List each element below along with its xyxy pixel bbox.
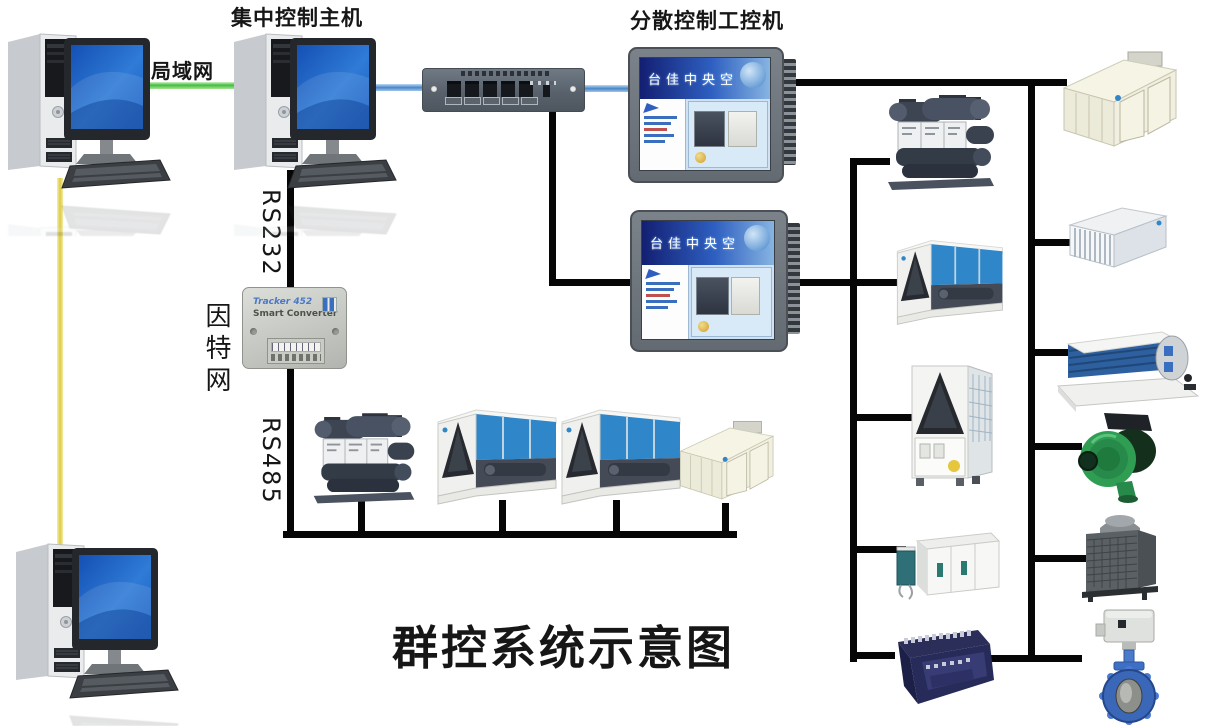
branch-air-chiller-1 <box>499 500 506 534</box>
screen-banner-text: 台佳中央空 <box>648 73 739 89</box>
switch-drop-line <box>549 104 556 282</box>
central-control-host-computer <box>226 20 406 202</box>
screen-banner: 台佳中央空 <box>642 221 774 265</box>
touch-panel-hmi-2: 台佳中央空 <box>630 210 802 352</box>
modular-air-cooled-chiller <box>902 350 1000 500</box>
gold-seal-icon <box>697 320 709 332</box>
branch-plc <box>850 652 895 659</box>
top-horizontal-line <box>784 79 1067 86</box>
screen-main-area <box>688 101 768 168</box>
branch-grille-unit <box>1028 239 1074 246</box>
screen-sidebar <box>642 264 689 339</box>
ethernet-switch <box>422 68 585 112</box>
workstation-computer <box>0 20 180 202</box>
globe-icon <box>740 62 766 88</box>
packaged-air-handling-unit <box>674 414 778 512</box>
heatsink-fins-icon <box>782 59 796 166</box>
converter-terminal-block <box>267 338 325 364</box>
touch-panel-hmi-1: 台佳中央空 <box>628 47 798 183</box>
air-cooled-screw-chiller <box>432 396 560 512</box>
converter-brand-text: Tracker 452 <box>253 297 313 307</box>
label-rs485: RS485 <box>257 417 285 505</box>
ahu-photo-thumb <box>728 111 757 148</box>
computer-reflection <box>226 196 406 236</box>
computer-reflection <box>0 196 180 236</box>
branch-cooling-tower <box>1028 555 1086 562</box>
ethernet-line-switch-to-panel <box>581 85 630 92</box>
switch-screw-left <box>431 86 437 92</box>
combined-air-handling-unit <box>1056 48 1182 156</box>
screen-banner-text: 台佳中央空 <box>650 237 741 253</box>
water-cooled-screw-chiller <box>882 86 1000 196</box>
rs485-line <box>287 365 294 537</box>
label-lan: 局域网 <box>151 59 214 83</box>
remote-internet-computer <box>8 530 188 712</box>
chiller-photo-thumb <box>693 111 726 148</box>
ethernet-line-host-to-switch <box>370 84 424 91</box>
globe-icon <box>744 225 770 251</box>
plc-controller <box>888 624 996 712</box>
switch-vent-grille <box>461 71 551 76</box>
panel2-left-line <box>549 279 641 286</box>
brand-logo-icon <box>645 268 663 279</box>
branch-water-chiller <box>358 498 365 534</box>
label-central-host: 集中控制主机 <box>231 6 363 30</box>
branch-white-ahu <box>850 546 906 553</box>
screen-banner: 台佳中央空 <box>640 58 770 100</box>
label-distributed-controller: 分散控制工控机 <box>630 9 784 33</box>
branch-fan-coil <box>1028 349 1068 356</box>
fan-coil-unit <box>1056 320 1200 418</box>
diagram-title: 群控系统示意图 <box>392 621 735 675</box>
brand-logo-icon <box>643 103 661 114</box>
branch-air-chiller-2 <box>613 500 620 534</box>
circulation-pump <box>1074 411 1160 507</box>
switch-port-labels <box>445 97 538 105</box>
air-cooled-screw-chiller <box>892 226 1006 334</box>
gold-seal-icon <box>695 152 707 164</box>
converter-screw <box>250 328 257 335</box>
panel-screen: 台佳中央空 <box>639 57 771 171</box>
branch-ahu <box>722 503 729 534</box>
panel2-right-line <box>788 279 900 286</box>
rs485-bus <box>283 531 737 538</box>
label-internet: 因特网 <box>201 302 231 398</box>
bottom-valve-line <box>986 655 1082 662</box>
lan-line <box>140 82 234 89</box>
screen-main-area <box>690 266 772 337</box>
air-cooled-screw-chiller <box>556 396 684 512</box>
converter-screw <box>332 328 339 335</box>
bus-left-vertical <box>850 158 857 662</box>
electric-butterfly-valve <box>1090 608 1168 726</box>
white-air-handling-unit <box>893 521 1005 607</box>
rs232-rs485-smart-converter: Tracker 452 Smart Converter <box>242 287 347 369</box>
branch-pump <box>1028 443 1082 450</box>
screen-sidebar <box>640 99 686 170</box>
panel-screen: 台佳中央空 <box>641 220 775 340</box>
converter-logo-icon <box>322 297 337 312</box>
switch-indicator-leds <box>530 81 556 85</box>
chiller-photo-thumb <box>696 277 729 315</box>
water-cooled-screw-chiller <box>308 404 420 510</box>
converter-name-text: Smart Converter <box>253 309 338 319</box>
cooling-tower <box>1078 508 1162 608</box>
internet-line <box>57 178 63 548</box>
ahu-photo-thumb <box>731 277 761 315</box>
ceiling-box-unit-with-grille <box>1064 203 1170 274</box>
heatsink-fins-icon <box>786 222 800 334</box>
branch-modular-chiller <box>850 414 912 421</box>
switch-screw-right <box>570 86 576 92</box>
stub-water-chiller-2 <box>850 158 890 165</box>
bus-right-vertical <box>1028 79 1035 662</box>
computer-reflection <box>8 706 188 726</box>
